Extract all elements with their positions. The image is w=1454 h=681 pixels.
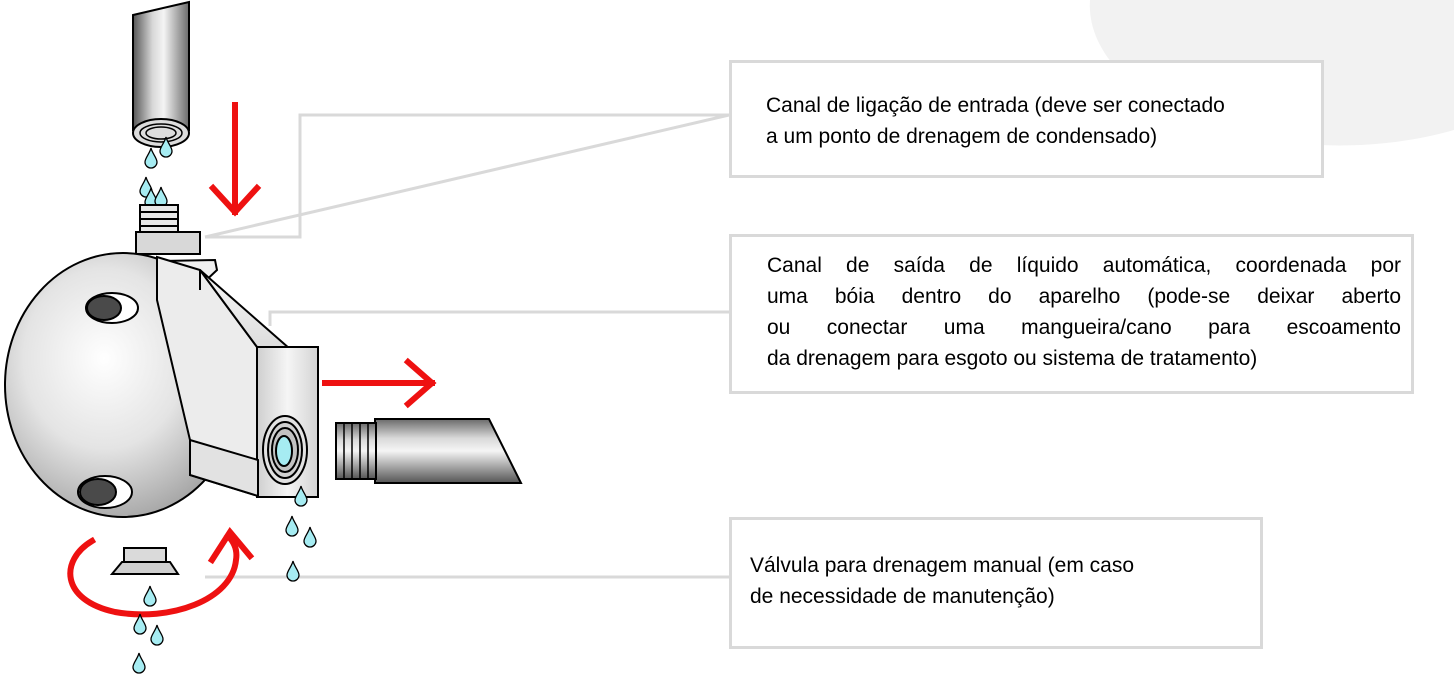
water-droplet-icon — [132, 652, 146, 674]
leader-line-inlet-diag — [204, 113, 730, 239]
callout-inlet-line-1: Canal de ligação de entrada (deve ser co… — [766, 94, 1225, 117]
callout-outlet-line-2: uma bóia dentro do aparelho (pode-se dei… — [767, 285, 1401, 308]
callout-outlet-line-1: Canal de saída de líquido automática, co… — [767, 254, 1401, 277]
drain-trap-body-icon — [4, 204, 319, 575]
water-droplet-icon — [143, 585, 157, 607]
inlet-pipe-icon — [132, 0, 190, 148]
callout-outlet-line-3: ou conectar uma mangueira/cano para esco… — [767, 316, 1401, 339]
water-droplet-icon — [286, 560, 300, 582]
callout-outlet-line-4: da drenagem para esgoto ou sistema de tr… — [767, 347, 1258, 370]
outlet-pipe-icon — [335, 418, 523, 484]
callout-manual-drain-valve: Válvula para drenagem manual (em caso de… — [729, 517, 1263, 649]
outlet-droplets — [285, 485, 317, 582]
leader-line-inlet — [205, 113, 729, 239]
water-droplet-icon — [150, 624, 164, 646]
leader-line-outlet — [268, 310, 729, 326]
outlet-flow-arrow-icon — [322, 357, 437, 409]
water-droplet-icon — [144, 147, 158, 169]
water-droplet-icon — [285, 515, 299, 537]
callout-inlet-channel: Canal de ligação de entrada (deve ser co… — [729, 60, 1324, 178]
rotation-arrow-icon — [67, 526, 255, 618]
callout-inlet-line-2: a um ponto de drenagem de condensado) — [766, 125, 1158, 148]
callout-outlet-channel: Canal de saída de líquido automática, co… — [729, 234, 1414, 394]
leader-lines — [204, 113, 730, 579]
callout-valve-line-2: de necessidade de manutenção) — [750, 585, 1055, 608]
callout-valve-line-1: Válvula para drenagem manual (em caso — [750, 554, 1135, 577]
valve-droplets — [132, 585, 164, 674]
inlet-flow-arrow-icon — [208, 102, 262, 217]
water-droplet-icon — [303, 526, 317, 548]
